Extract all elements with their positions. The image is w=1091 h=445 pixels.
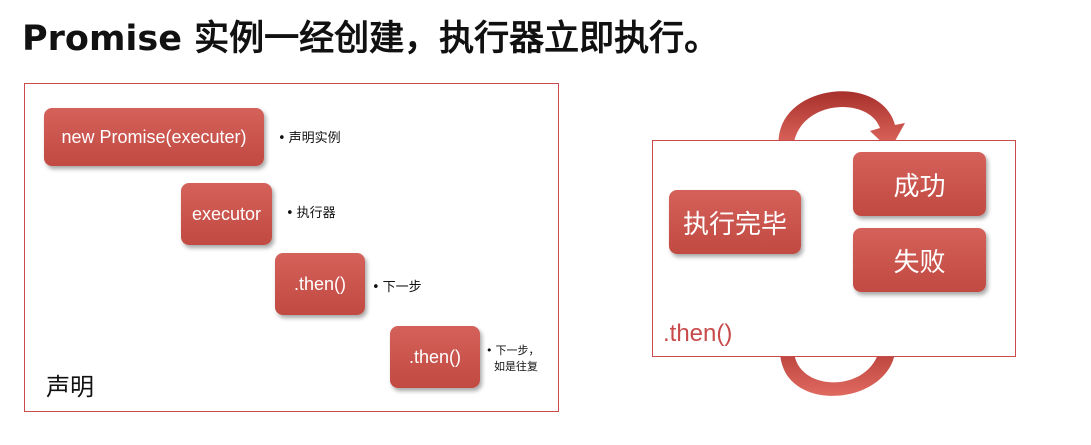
exec-done-box: 执行完毕 (669, 190, 801, 254)
success-label: 成功 (893, 170, 946, 201)
fail-label: 失败 (893, 246, 946, 277)
step-new-promise-label: new Promise(executer) (61, 126, 247, 147)
fail-box: 失败 (853, 228, 986, 292)
then-label: .then() (663, 320, 733, 347)
step-new-promise: new Promise(executer) (44, 108, 264, 166)
step-then-1: .then() (275, 253, 365, 315)
step-new-promise-note: •声明实例 (278, 131, 341, 146)
step-then-1-label: .then() (293, 273, 347, 294)
step-executor-label: executor (191, 203, 262, 224)
slide-title: Promise 实例一经创建，执行器立即执行。 (22, 19, 720, 59)
step-then-2-label: .then() (408, 346, 462, 367)
step-executor: executor (181, 183, 272, 245)
success-box: 成功 (853, 152, 986, 216)
step-then-2-note: •下一步， 如是往复 (486, 344, 540, 373)
step-executor-note: •执行器 (286, 206, 336, 221)
step-then-2: .then() (390, 326, 480, 388)
exec-done-label: 执行完毕 (682, 208, 787, 239)
step-then-1-note: •下一步 (372, 280, 422, 295)
declare-label: 声明 (46, 373, 94, 401)
